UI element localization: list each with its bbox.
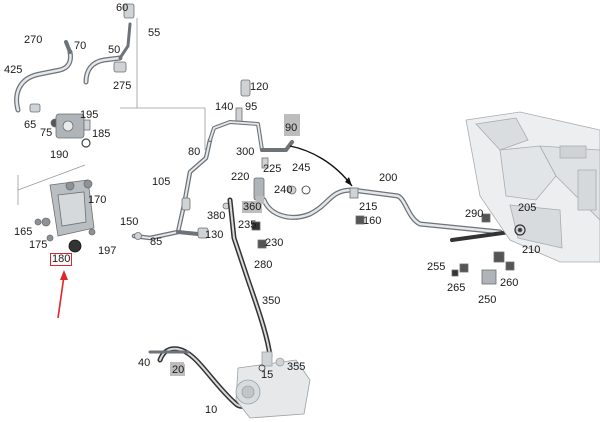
part-label-150[interactable]: 150 <box>120 216 139 228</box>
part-label-240[interactable]: 240 <box>274 184 293 196</box>
part-label-50[interactable]: 50 <box>108 44 121 56</box>
part-label-210[interactable]: 210 <box>522 244 541 256</box>
part-label-275[interactable]: 275 <box>113 80 132 92</box>
part-label-250[interactable]: 250 <box>478 294 497 306</box>
line-200 <box>261 187 512 242</box>
part-label-235[interactable]: 235 <box>238 219 257 231</box>
compressor <box>235 351 311 419</box>
part-label-65[interactable]: 65 <box>24 119 37 131</box>
compressor-bracket-170 <box>34 179 96 253</box>
part-label-245[interactable]: 245 <box>292 162 311 174</box>
part-label-140[interactable]: 140 <box>215 101 234 113</box>
part-label-380[interactable]: 380 <box>207 210 226 222</box>
part-label-175[interactable]: 175 <box>29 239 48 251</box>
part-label-205[interactable]: 205 <box>518 202 537 214</box>
part-label-130[interactable]: 130 <box>205 229 224 241</box>
part-label-170[interactable]: 170 <box>88 194 107 206</box>
part-label-40[interactable]: 40 <box>138 357 151 369</box>
part-label-350[interactable]: 350 <box>262 295 281 307</box>
valve-block-195 <box>55 113 91 148</box>
part-label-10[interactable]: 10 <box>205 404 218 416</box>
part-label-120[interactable]: 120 <box>250 81 269 93</box>
part-label-290[interactable]: 290 <box>465 208 484 220</box>
red-pointer-arrow <box>57 270 68 319</box>
part-label-195[interactable]: 195 <box>80 109 99 121</box>
part-label-80[interactable]: 80 <box>188 146 201 158</box>
part-label-20[interactable]: 20 <box>171 364 186 376</box>
part-label-70[interactable]: 70 <box>74 40 87 52</box>
fittings-cluster <box>222 157 365 249</box>
part-label-55[interactable]: 55 <box>148 27 161 39</box>
part-label-200[interactable]: 200 <box>379 172 398 184</box>
grouping-lines <box>17 18 206 205</box>
part-label-105[interactable]: 105 <box>152 176 171 188</box>
part-label-75[interactable]: 75 <box>40 127 53 139</box>
part-label-160[interactable]: 160 <box>363 215 382 227</box>
part-label-255[interactable]: 255 <box>427 261 446 273</box>
hose-350 <box>227 197 273 359</box>
part-label-197[interactable]: 197 <box>98 245 117 257</box>
part-label-280[interactable]: 280 <box>254 259 273 271</box>
part-label-360[interactable]: 360 <box>242 201 263 213</box>
part-label-265[interactable]: 265 <box>447 282 466 294</box>
part-label-355[interactable]: 355 <box>287 361 306 373</box>
part-label-225[interactable]: 225 <box>263 163 282 175</box>
part-label-60[interactable]: 60 <box>116 2 129 14</box>
part-label-85[interactable]: 85 <box>150 236 163 248</box>
part-label-90[interactable]: 90 <box>284 122 299 134</box>
part-label-95[interactable]: 95 <box>245 101 258 113</box>
part-label-300[interactable]: 300 <box>236 146 255 158</box>
part-label-230[interactable]: 230 <box>265 237 284 249</box>
hose-425 <box>14 40 73 113</box>
part-label-220[interactable]: 220 <box>231 171 250 183</box>
fittings-right <box>451 213 526 285</box>
part-label-190[interactable]: 190 <box>50 149 69 161</box>
part-label-260[interactable]: 260 <box>500 277 519 289</box>
part-label-425[interactable]: 425 <box>4 64 23 76</box>
part-label-180[interactable]: 180 <box>50 253 73 266</box>
part-label-270[interactable]: 270 <box>24 34 43 46</box>
part-label-15[interactable]: 15 <box>261 369 274 381</box>
hvac-unit <box>465 111 600 263</box>
hose-50 <box>83 22 132 85</box>
part-label-215[interactable]: 215 <box>359 201 378 213</box>
part-label-165[interactable]: 165 <box>14 226 33 238</box>
part-label-185[interactable]: 185 <box>92 128 111 140</box>
arrow-90-200 <box>289 145 353 187</box>
